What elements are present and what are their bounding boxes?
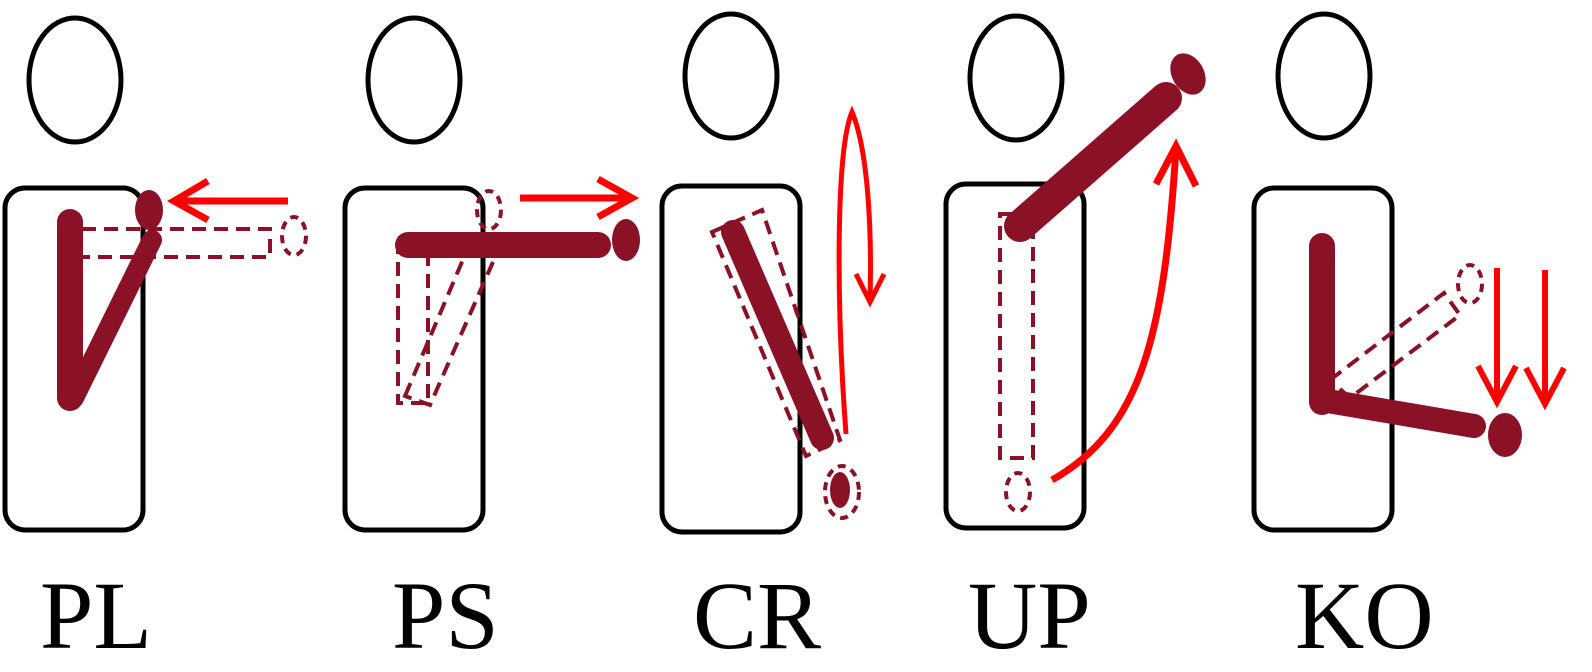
label-pl: PL bbox=[40, 562, 152, 669]
arrowhead-ps bbox=[596, 175, 640, 221]
ghost-forearm-ps bbox=[402, 233, 503, 408]
arrowhead-ko-2 bbox=[1523, 366, 1567, 411]
hand-up bbox=[1170, 53, 1206, 95]
hand-pl bbox=[135, 190, 163, 230]
arrowhead-cr bbox=[853, 272, 887, 308]
ghost-hand-ko bbox=[1456, 263, 1484, 305]
arrowhead-ko-1 bbox=[1475, 364, 1519, 409]
head-up bbox=[967, 13, 1065, 143]
figure-ps: PS bbox=[342, 15, 640, 669]
label-cr: CR bbox=[693, 562, 821, 669]
hand-ps bbox=[612, 219, 640, 261]
ghost-hand-cr bbox=[823, 464, 861, 520]
ghost-hand-up bbox=[1004, 471, 1032, 513]
label-ps: PS bbox=[392, 562, 499, 669]
arrowhead-pl bbox=[166, 177, 210, 224]
label-ko: KO bbox=[1295, 562, 1434, 669]
figure-pl: PL bbox=[2, 15, 308, 669]
ghost-upper-arm-ps bbox=[396, 236, 430, 405]
arm-up bbox=[1004, 82, 1182, 242]
ghost-hand-ps bbox=[475, 189, 503, 231]
figure-ko: KO bbox=[1251, 11, 1567, 669]
ghost-arm-cr bbox=[709, 207, 843, 459]
body-pl bbox=[2, 185, 146, 533]
head-ko bbox=[1275, 11, 1373, 141]
head-cr bbox=[682, 11, 780, 141]
ghost-arm-up bbox=[998, 212, 1035, 460]
motion-arrow-up bbox=[1050, 147, 1180, 484]
arrowhead-up bbox=[1152, 138, 1200, 188]
hand-cr bbox=[830, 472, 850, 508]
hand-ko bbox=[1488, 413, 1522, 457]
body-up bbox=[943, 181, 1087, 531]
label-up: UP bbox=[968, 562, 1091, 669]
head-ps bbox=[365, 15, 463, 145]
forearm-ko bbox=[1310, 388, 1486, 438]
head-pl bbox=[26, 15, 124, 145]
arm-cr bbox=[721, 220, 834, 450]
ghost-arm-pl bbox=[58, 227, 272, 259]
forearm-pl bbox=[64, 230, 162, 408]
ghost-hand-pl bbox=[280, 215, 308, 257]
figure-up: UP bbox=[943, 13, 1206, 669]
motion-loop-cr bbox=[836, 105, 873, 435]
ghost-forearm-ko bbox=[1326, 290, 1463, 401]
body-ko bbox=[1251, 185, 1395, 533]
figure-cr: CR bbox=[659, 11, 887, 669]
body-ps bbox=[342, 185, 486, 533]
